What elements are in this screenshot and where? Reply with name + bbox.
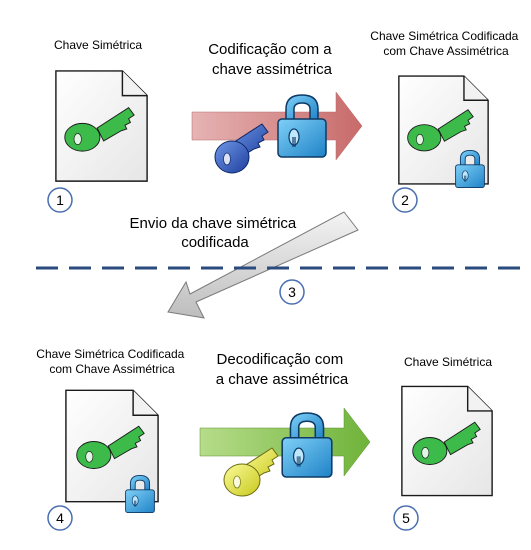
document-encrypted-key-bottom (65, 389, 159, 514)
step-2-badge: 2 (392, 187, 418, 213)
send-arrow (167, 211, 359, 319)
decode-label: Decodificação com a chave assimétrica (216, 351, 349, 388)
document-symmetric-key-bottom (401, 385, 493, 497)
encode-arrow (191, 91, 363, 161)
step-3-badge: 3 (279, 279, 305, 305)
encode-label: Codificação com a chave assimétrica (208, 41, 336, 78)
top-left-label: Chave Simétrica (54, 38, 142, 52)
bottom-right-label: Chave Simétrica (404, 355, 492, 369)
yellow-key-icon (223, 447, 279, 497)
padlock-icon-decode (281, 412, 333, 478)
svg-text:5: 5 (402, 510, 410, 526)
bottom-left-label: Chave Simétrica Codificada com Chave Ass… (36, 347, 187, 376)
document-symmetric-key-top (55, 70, 148, 182)
blue-key-icon (214, 123, 269, 174)
step-1-badge: 1 (47, 187, 73, 213)
padlock-icon-encode (277, 94, 327, 158)
svg-text:2: 2 (401, 192, 409, 208)
send-label: Envio da chave simétrica codificada (130, 215, 301, 251)
step-5-badge: 5 (393, 505, 419, 531)
svg-text:4: 4 (56, 510, 64, 526)
step-4-badge: 4 (47, 505, 73, 531)
svg-text:3: 3 (288, 284, 296, 300)
document-encrypted-key-top (398, 75, 489, 189)
svg-text:1: 1 (56, 192, 64, 208)
top-right-label: Chave Simétrica Codificada com Chave Ass… (370, 29, 521, 58)
